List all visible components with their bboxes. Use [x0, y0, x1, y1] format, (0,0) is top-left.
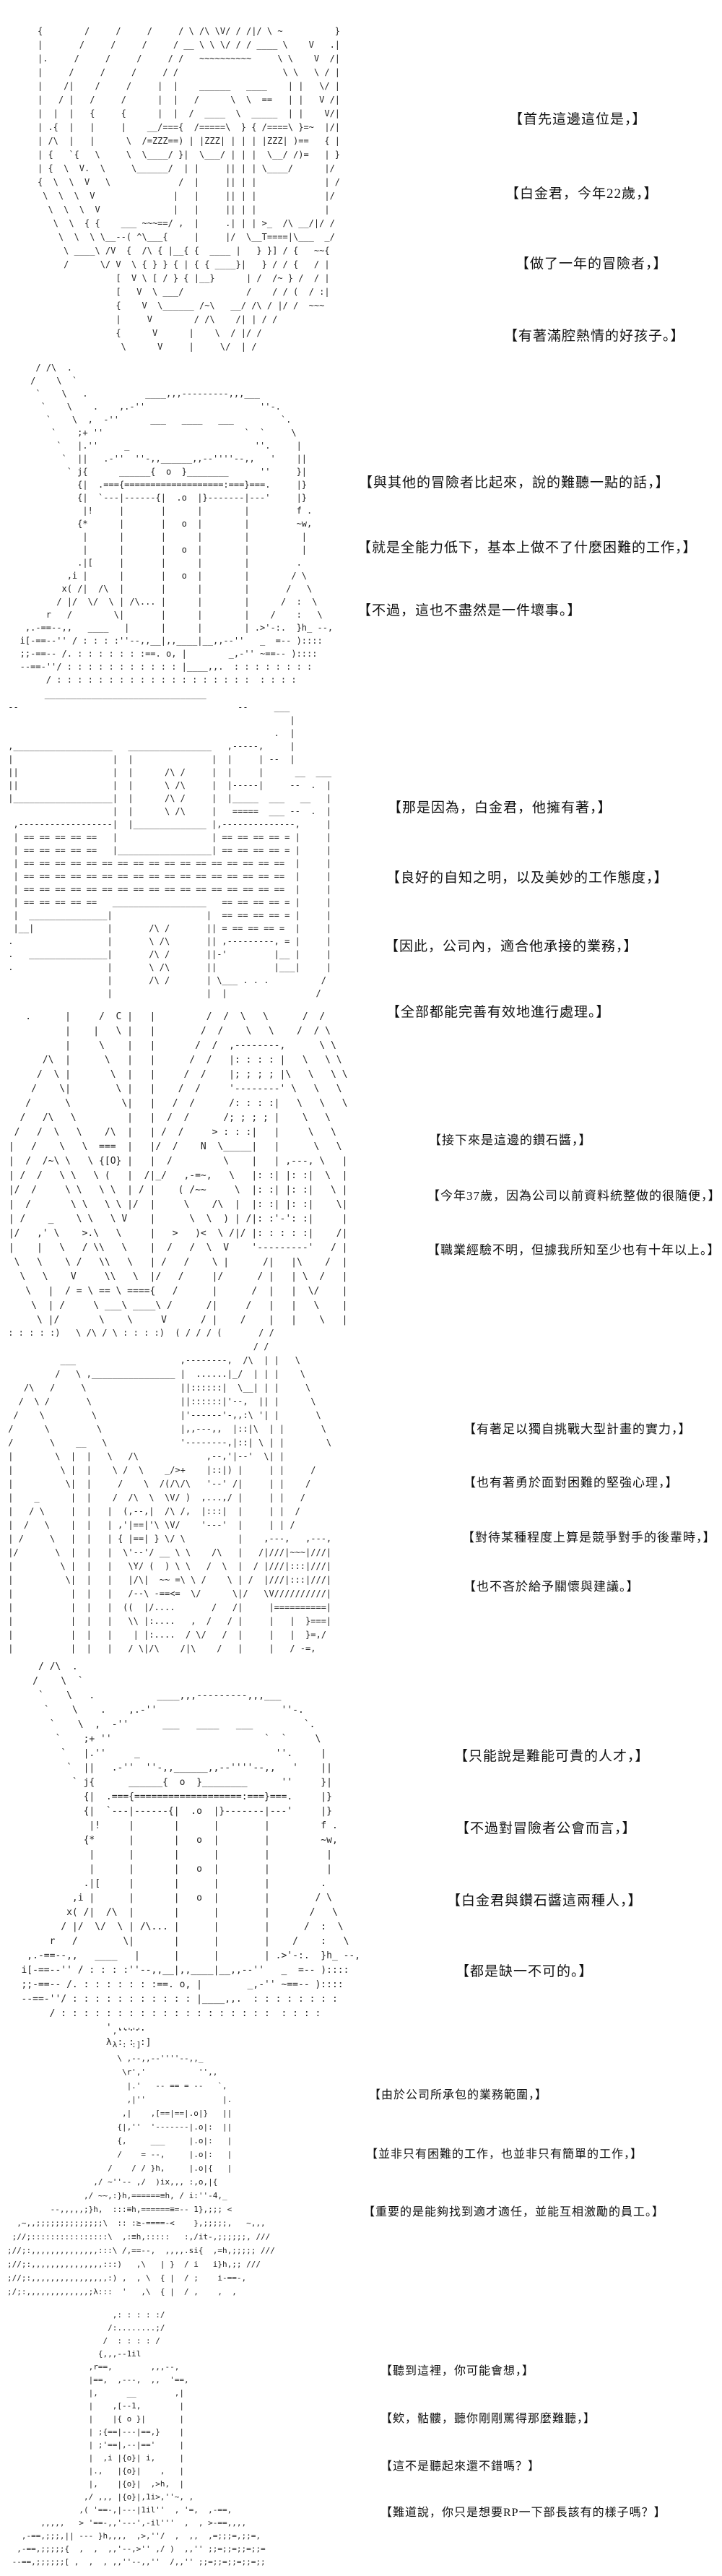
ascii-art-crusader-helmet-2: / /\ . / \ ` ` \ . ____,,,---------,,,__… — [21, 1661, 361, 2048]
caption-line: 【欸，骷髏，聽你剛剛罵得那麼難聽，】 — [380, 2413, 596, 2425]
caption-line: 【有著滿腔熱情的好孩子。】 — [504, 329, 685, 344]
caption-line: 【就是全能力低下，基本上做不了什麼困難的工作，】 — [357, 540, 697, 556]
caption-line: 【這不是聽起來還不錯嗎？】 — [380, 2460, 541, 2473]
caption-line: 【良好的自知之明，以及美妙的工作態度，】 — [386, 870, 669, 886]
caption-line: 【因此，公司內，適合他承接的業務，】 — [385, 939, 638, 954]
caption-line: 【都是缺一不可的。】 — [456, 1964, 593, 1979]
caption-line: 【那是因為，白金君，他擁有著，】 — [388, 800, 612, 816]
caption-line: 【職業經驗不明，但據我所知至少也有十年以上。】 — [427, 1243, 721, 1257]
ascii-art-diamond-portrait: . | / C | | / / \ \ / / | | \ | | / / \ … — [8, 1011, 348, 1326]
caption-line: 【與其他的冒險者比起來，說的難聽一點的話，】 — [359, 475, 670, 490]
caption-line: 【不過，這也不盡然是一件壞事。】 — [357, 603, 582, 618]
caption-line: 【白金君，今年22歲，】 — [505, 186, 658, 202]
ascii-art-office-structure: _______________________________ -- -- __… — [8, 689, 332, 998]
caption-line: 【重要的是能夠找到適才適任，並能互相激勵的員工。】 — [363, 2206, 665, 2218]
caption-line: 【全部都能完善有效地進行處理。】 — [386, 1005, 611, 1020]
ascii-art-platinum-portrait: { / / / / \ /\ \V/ / /|/ \ ~ } | / / / /… — [38, 26, 341, 352]
caption-line: 【也有著勇於面對困難的堅強心理，】 — [464, 1476, 679, 1490]
caption-line: 【不過對冒險者公會而言，】 — [456, 1821, 637, 1836]
ascii-art-knight-seated: ,''''' λ : :] \ ,--,,--''''--,,_ \r',' '… — [7, 2026, 275, 2296]
caption-line: 【白金君與鑽石醬這兩種人，】 — [447, 1893, 643, 1909]
caption-line: 【接下來是這邊的鑽石醬，】 — [429, 1133, 592, 1147]
ascii-art-crusader-helmet: / /\ . / \ ` ` \ . ____,,,---------,,,__… — [19, 363, 334, 685]
caption-line: 【首先這邊這位是，】 — [509, 112, 647, 127]
caption-line: 【有著足以獨自挑戰大型計畫的實力，】 — [464, 1422, 692, 1436]
caption-line: 【難道說，你只是想要RP一下部長該有的樣子嗎？】 — [380, 2507, 666, 2519]
caption-line: 【只能說是難能可貴的人才，】 — [454, 1749, 650, 1764]
caption-line: 【由於公司所承包的業務範圍，】 — [369, 2089, 548, 2101]
ascii-art-knight-closeup: ,: : : : :/ /:........;/ / : : : : / {,,… — [12, 2310, 266, 2567]
caption-line: 【對待某種程度上算是競爭對手的後輩時，】 — [462, 1531, 716, 1544]
caption-line: 【也不吝於給予關懷與建議。】 — [464, 1580, 640, 1594]
caption-line: 【聽到這裡，你可能會想，】 — [380, 2365, 535, 2377]
caption-line: 【並非只有困難的工作，也並非只有簡單的工作，】 — [366, 2148, 643, 2161]
ascii-art-diamond-scene: : : : : :) \ /\ / \ : : : :) ( / / / ( /… — [8, 1328, 332, 1654]
caption-line: 【今年37歲，因為公司以前資料統整做的很隨便，】 — [427, 1189, 721, 1203]
caption-line: 【做了一年的冒險者，】 — [516, 256, 668, 272]
